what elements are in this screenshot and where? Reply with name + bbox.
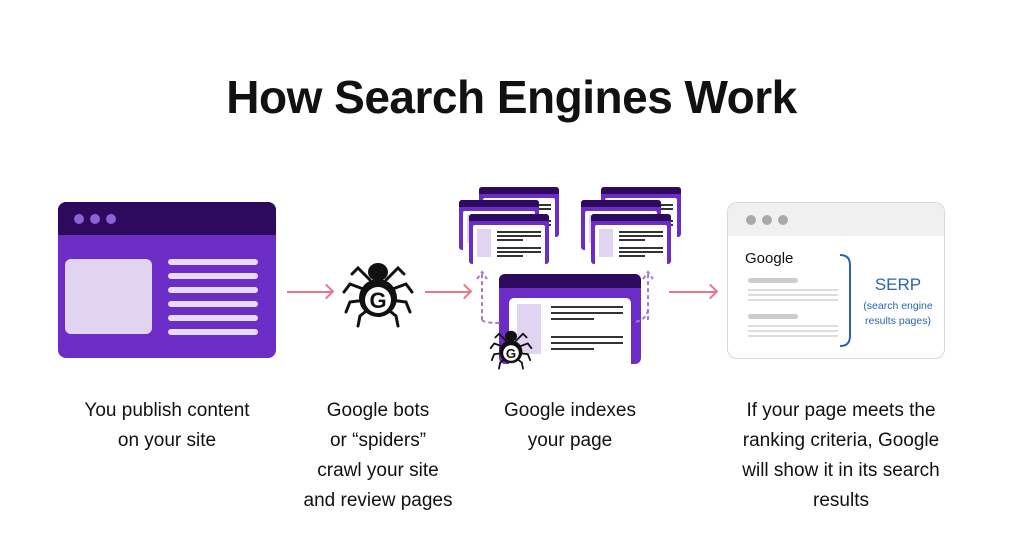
caption-line: and review pages	[303, 490, 453, 511]
caption-line: your page	[527, 430, 613, 451]
step-caption-crawl: Google bots or “spiders” crawl your site…	[248, 396, 508, 516]
indexed-page	[499, 274, 641, 364]
step-caption-publish: You publish content on your site	[37, 396, 297, 456]
caption-line: or “spiders”	[329, 430, 427, 451]
caption-line: If your page meets the	[746, 400, 936, 421]
caption-line: ranking criteria, Google	[742, 430, 940, 451]
caption-line: Google indexes	[503, 400, 637, 421]
google-logo: Google	[745, 250, 794, 267]
serp-subtitle: (search engine	[863, 300, 933, 312]
caption-line: on your site	[117, 430, 217, 451]
spider-g-icon	[487, 323, 535, 371]
serp-subtitle: results pages)	[865, 315, 931, 327]
publish-browser-illustration	[58, 202, 276, 358]
serp-label: SERP	[874, 275, 922, 294]
step-caption-results: If your page meets the ranking criteria,…	[711, 396, 971, 516]
indexed-page	[469, 214, 549, 264]
indexed-page	[591, 214, 671, 264]
bracket-icon	[839, 254, 851, 347]
arrow-right	[669, 291, 717, 293]
caption-line: You publish content	[84, 400, 250, 421]
arrow-right	[425, 291, 471, 293]
caption-line: Google bots	[326, 400, 430, 421]
arrow-right	[287, 291, 333, 293]
caption-line: crawl your site	[317, 460, 439, 481]
serp-browser-illustration: Google SERP (search engine results pages…	[727, 202, 945, 359]
page-title: How Search Engines Work	[226, 71, 797, 123]
caption-line: will show it in its search	[742, 460, 940, 481]
spider-g-icon	[338, 250, 418, 330]
dashed-arrow-icon	[476, 270, 654, 324]
caption-line: results	[813, 490, 869, 511]
step-caption-index: Google indexes your page	[440, 396, 700, 456]
